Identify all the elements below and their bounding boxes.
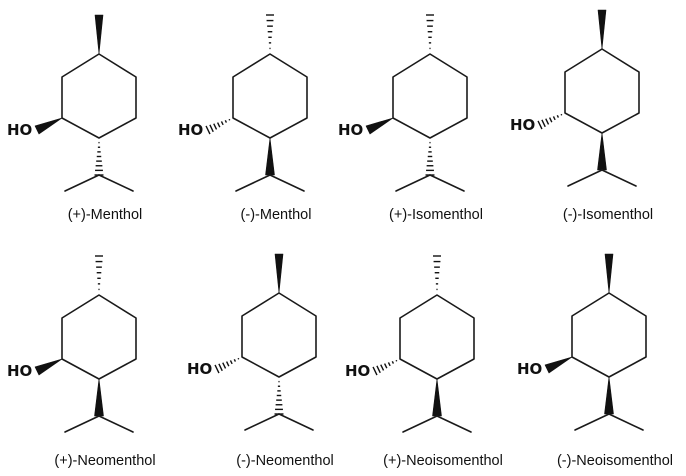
- isopropyl-methyl-right: [98, 415, 134, 433]
- molecule-structure: HO: [345, 255, 475, 433]
- hydroxyl-bond: [34, 117, 63, 135]
- methyl-bond: [94, 14, 104, 55]
- isopropyl-bond: [432, 378, 442, 417]
- hydroxyl-bond: [365, 117, 394, 135]
- isopropyl-bond: [265, 137, 275, 176]
- molecule-structure: HO: [338, 14, 468, 192]
- isopropyl-methyl-right: [269, 174, 305, 192]
- methyl-bond: [433, 255, 441, 291]
- isopropyl-methyl-right: [278, 413, 314, 431]
- isopropyl-bond: [274, 380, 284, 415]
- isopropyl-methyl-right: [436, 415, 472, 433]
- isopropyl-bond: [94, 378, 104, 417]
- cyclohexane-ring: [61, 294, 137, 380]
- isopropyl-methyl-left: [64, 174, 100, 192]
- molecule-name: (-)-Isomenthol: [563, 207, 653, 223]
- methyl-bond: [426, 14, 434, 50]
- isopropyl-methyl-left: [402, 415, 438, 433]
- methyl-bond: [597, 9, 607, 50]
- hydroxyl-label: HO: [338, 121, 363, 139]
- methyl-bond: [266, 14, 274, 50]
- cyclohexane-ring: [232, 53, 308, 139]
- molecule-structure: HO: [7, 255, 137, 433]
- hydroxyl-label: HO: [7, 121, 32, 139]
- hydroxyl-label: HO: [178, 121, 203, 139]
- isopropyl-methyl-right: [98, 174, 134, 192]
- hydroxyl-bond: [537, 113, 563, 130]
- cyclohexane-ring: [61, 53, 137, 139]
- hydroxyl-label: HO: [7, 362, 32, 380]
- molecule-structure: HO: [178, 14, 308, 192]
- molecule-name: (+)-Neoisomenthol: [383, 453, 503, 469]
- cyclohexane-ring: [564, 48, 640, 134]
- isopropyl-methyl-left: [244, 413, 280, 431]
- molecule-name: (-)-Neomenthol: [236, 453, 334, 469]
- isopropyl-methyl-left: [567, 169, 603, 187]
- isopropyl-methyl-left: [395, 174, 431, 192]
- methyl-bond: [95, 255, 103, 291]
- molecule-name: (+)-Isomenthol: [389, 207, 483, 223]
- hydroxyl-bond: [34, 358, 63, 376]
- molecule-name: (-)-Menthol: [241, 207, 312, 223]
- hydroxyl-label: HO: [517, 360, 542, 378]
- cyclohexane-ring: [571, 292, 647, 378]
- hydroxyl-bond: [214, 357, 240, 374]
- isopropyl-methyl-right: [429, 174, 465, 192]
- isopropyl-bond: [597, 132, 607, 171]
- isopropyl-bond: [425, 141, 435, 176]
- methyl-bond: [604, 253, 614, 294]
- isopropyl-methyl-right: [601, 169, 637, 187]
- cyclohexane-ring: [399, 294, 475, 380]
- hydroxyl-bond: [544, 356, 573, 374]
- hydroxyl-label: HO: [345, 362, 370, 380]
- molecule-structure: HO: [7, 14, 137, 192]
- molecule-structure: HO: [187, 253, 317, 431]
- isopropyl-bond: [604, 376, 614, 415]
- hydroxyl-bond: [372, 359, 398, 376]
- methyl-bond: [274, 253, 284, 294]
- molecule-structure: HO: [510, 9, 640, 187]
- isopropyl-bond: [94, 141, 104, 176]
- molecule-structure: HO: [517, 253, 647, 431]
- molecule-name: (+)-Menthol: [68, 207, 143, 223]
- molecule-name: (-)-Neoisomenthol: [557, 453, 673, 469]
- hydroxyl-bond: [205, 118, 231, 135]
- isopropyl-methyl-left: [64, 415, 100, 433]
- hydroxyl-label: HO: [510, 116, 535, 134]
- isopropyl-methyl-right: [608, 413, 644, 431]
- cyclohexane-ring: [392, 53, 468, 139]
- isopropyl-methyl-left: [574, 413, 610, 431]
- isopropyl-methyl-left: [235, 174, 271, 192]
- hydroxyl-label: HO: [187, 360, 212, 378]
- molecule-name: (+)-Neomenthol: [54, 453, 155, 469]
- cyclohexane-ring: [241, 292, 317, 378]
